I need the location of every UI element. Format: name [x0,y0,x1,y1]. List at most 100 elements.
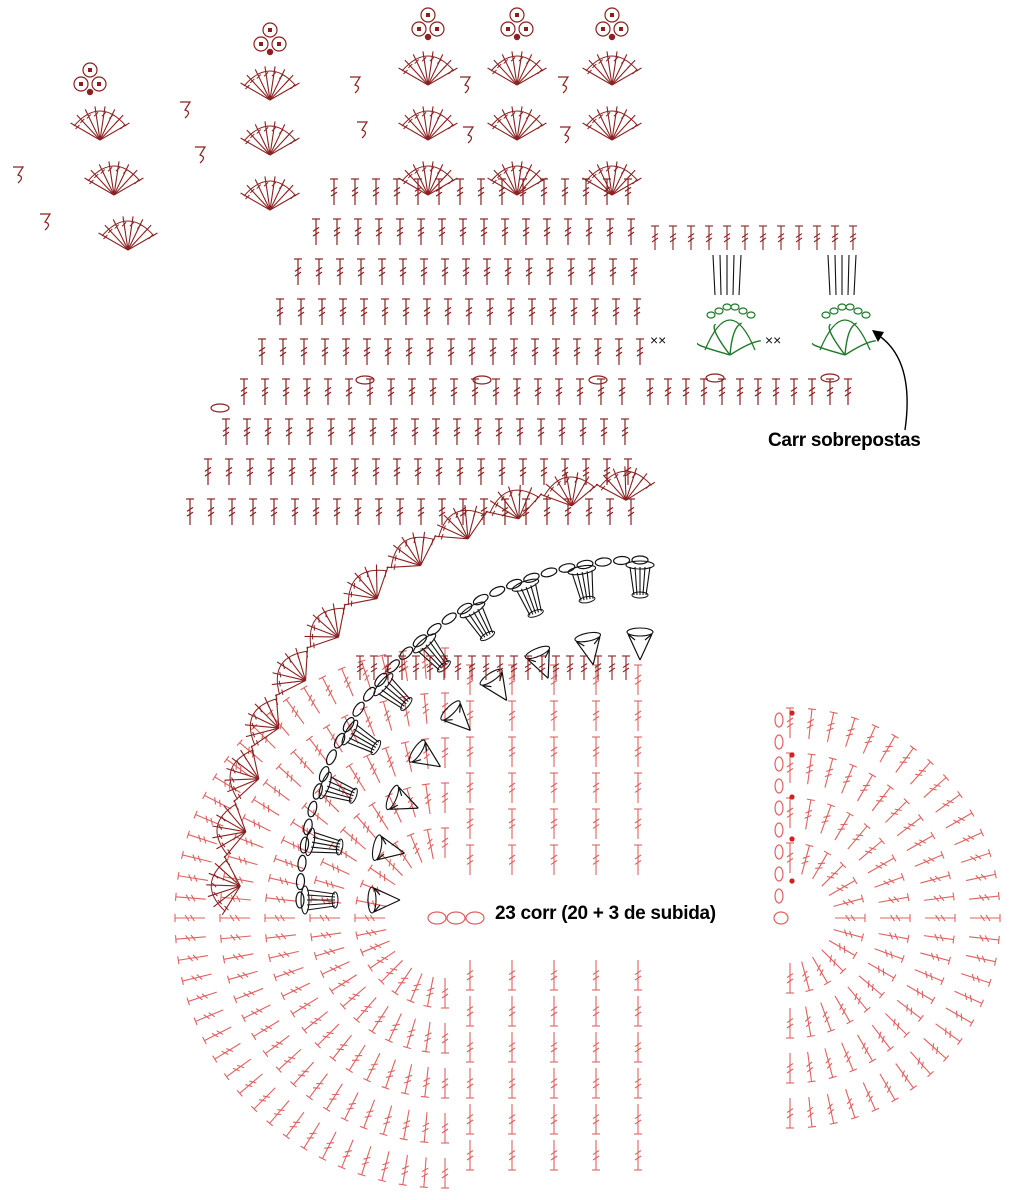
treble-stitch-symbol [222,418,230,445]
treble-stitch-symbol [381,746,396,777]
bell-cluster-symbol [341,719,382,756]
treble-stitch-symbol [282,378,290,405]
treble-stitch-symbol [801,961,814,993]
v-cluster-symbol [385,784,419,811]
treble-stitch-symbol [609,258,617,285]
treble-stitch-symbol [360,298,368,325]
treble-stitch-symbol [858,975,885,999]
treble-stitch-symbol [466,1032,474,1063]
treble-stitch-symbol [321,338,329,365]
treble-stitch-symbol [630,258,638,285]
arrow-line [877,334,908,431]
chain-oval-symbol [774,866,784,882]
treble-stitch-symbol [408,378,416,405]
treble-stitch-symbol [340,714,359,744]
treble-stitch-symbol [369,418,377,445]
treble-stitch-symbol [289,997,319,1018]
treble-stitch-symbol [519,458,527,485]
treble-stitch-symbol [375,218,383,245]
treble-stitch-symbol [405,338,413,365]
chain-oval-symbol [774,756,784,772]
treble-stitch-symbol [592,808,600,839]
treble-stitch-symbol [280,982,311,1000]
treble-stitch-symbol [718,378,726,405]
slip-stitch-dot-symbol [789,752,795,758]
treble-stitch-symbol [453,418,461,445]
treble-stitch-symbol [961,849,992,863]
treble-stitch-symbol [327,418,335,445]
treble-stitch-symbol [591,298,599,325]
chain-oval-symbol [318,765,330,783]
treble-stitch-symbol [315,258,323,285]
treble-stitch-symbol [412,655,420,680]
treble-stitch-symbol [340,1092,359,1122]
treble-stitch-symbol [275,1048,302,1073]
shell-fan-symbol [84,161,144,196]
treble-stitch-symbol [359,706,376,737]
treble-stitch-symbol [306,418,314,445]
treble-stitch-symbol [379,1105,393,1137]
chain-oval-symbol [342,716,355,733]
treble-stitch-symbol [363,753,381,784]
chain-oval-symbol [362,686,376,702]
treble-stitch-symbol [251,1020,280,1041]
chain-oval-symbol [722,303,732,311]
treble-stitch-symbol [871,1024,894,1052]
treble-stitch-symbol [546,258,554,285]
treble-stitch-symbol [498,458,506,485]
treble-stitch-symbol [400,1064,413,1095]
treble-stitch-symbol [174,934,206,944]
treble-stitch-symbol [357,258,365,285]
slip-stitch-dot-symbol [789,710,795,716]
treble-stitch-symbol [456,178,464,205]
chain-oval-symbol [489,585,506,597]
treble-stitch-symbol [220,934,251,943]
treble-stitch-symbol [935,1023,963,1045]
treble-stitch-symbol [550,772,558,803]
treble-stitch-symbol [847,823,871,850]
chain-oval-symbol [837,303,847,311]
treble-stitch-symbol [508,700,516,731]
bell-cluster-symbol [373,673,413,711]
treble-stitch-symbol [419,1157,429,1189]
treble-stitch-symbol [466,1140,474,1171]
treble-stitch-symbol [471,378,479,405]
treble-stitch-symbol [592,844,600,875]
shell-fan-symbol [343,564,389,607]
treble-stitch-symbol [550,1104,558,1135]
chain-oval-symbol [355,375,375,385]
treble-stitch-symbol [219,914,250,922]
dark-red-rows [186,178,857,680]
treble-stitch-symbol [356,655,364,680]
treble-stitch-symbol [925,914,956,922]
treble-stitch-symbol [528,298,536,325]
chain-oval-symbol [399,646,414,660]
treble-stitch-symbol [538,655,546,680]
treble-stitch-symbol [524,655,532,680]
treble-stitch-symbol [885,798,910,823]
treble-stitch-symbol [372,458,380,485]
treble-stitch-symbol [220,893,251,903]
shell-fan-symbol [582,51,642,86]
shell-fan-symbol [487,106,547,141]
shell-fan-symbol [485,484,543,520]
treble-stitch-symbol [812,956,832,986]
treble-stitch-symbol [906,985,936,1005]
treble-stitch-symbol [508,808,516,839]
shell-fan-symbol [582,161,642,196]
shell-fan-symbol [240,66,300,101]
treble-stitch-symbol [345,378,353,405]
treble-stitch-symbol [624,178,632,205]
treble-stitch-symbol [303,378,311,405]
treble-stitch-symbol [384,655,392,680]
chain-oval-symbol [706,311,716,319]
treble-stitch-symbol [634,1104,642,1135]
chain-oval-symbol [307,800,318,818]
treble-stitch-symbol [223,1058,252,1081]
chain-oval-symbol [631,555,649,565]
treble-stitch-symbol [576,378,584,405]
treble-stitch-symbol [965,954,997,966]
bell-cluster-symbol [625,560,655,599]
